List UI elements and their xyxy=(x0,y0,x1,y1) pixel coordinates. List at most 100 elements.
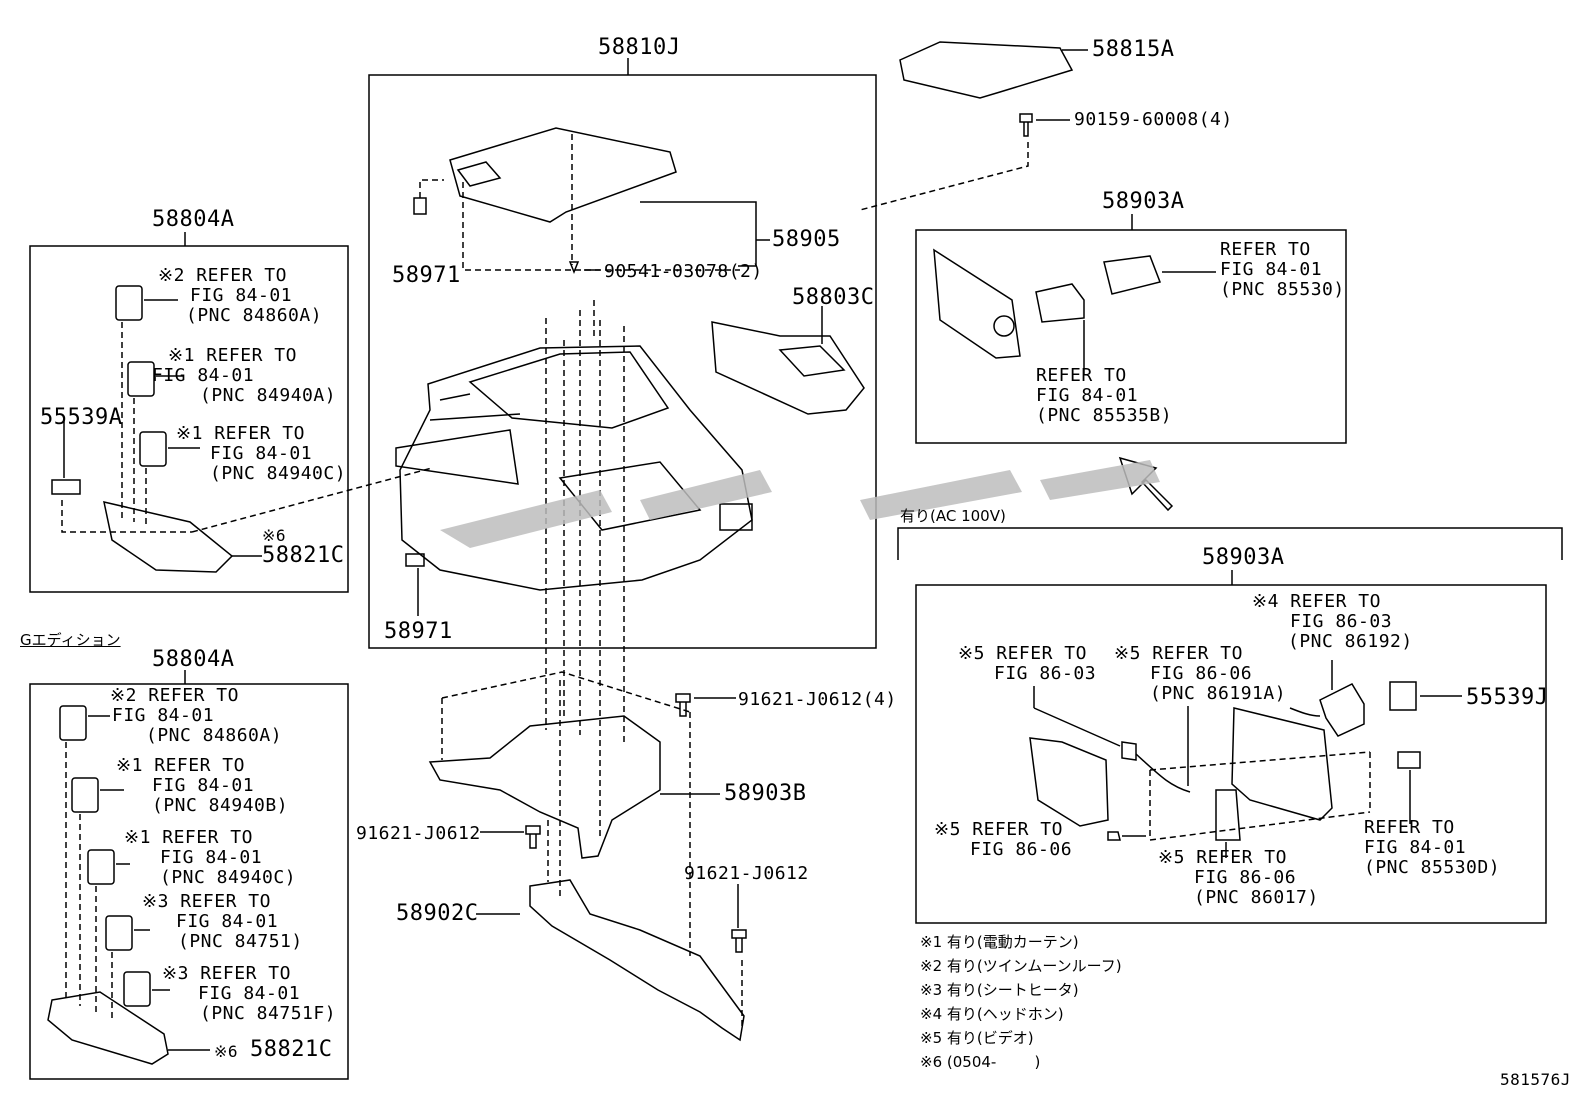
ref-line-3: (PNC 84940C) xyxy=(210,463,347,484)
label-90541: 90541-03078(2) xyxy=(604,261,763,282)
ref-line-3: (PNC 84940C) xyxy=(160,867,297,888)
ref-line-1: ※5 REFER TO xyxy=(1114,643,1243,664)
ref-line-1: REFER TO xyxy=(1364,817,1455,838)
ref-line-3: (PNC 85535B) xyxy=(1036,405,1173,426)
ac100v-bracket xyxy=(897,527,1563,560)
footnote: ※1 有り(電動カーテン) xyxy=(920,933,1079,951)
ref-line-3: (PNC 84860A) xyxy=(146,725,283,746)
ref-line-2: FIG 84-01 xyxy=(152,365,255,386)
ref-line-2: FIG 84-01 xyxy=(1036,385,1139,406)
ref-line-2: FIG 86-06 xyxy=(970,839,1073,860)
label-58804A-top: 58804A xyxy=(152,207,235,232)
label-91621-b: 91621-J0612 xyxy=(684,863,809,884)
ref-line-1: ※1 REFER TO xyxy=(168,345,297,366)
ref-84860A-top: ※2 REFER TO FIG 84-01 (PNC 84860A) xyxy=(158,266,322,326)
ref-86017: ※5 REFER TO FIG 86-06 (PNC 86017) xyxy=(1158,848,1319,908)
ref-line-3: (PNC 84751) xyxy=(178,931,303,952)
label-91621-4: 91621-J0612(4) xyxy=(738,689,897,710)
ref-line-2: FIG 84-01 xyxy=(176,911,279,932)
tray-58803C xyxy=(711,321,865,415)
ref-85530: REFER TO FIG 84-01 (PNC 85530) xyxy=(1220,240,1345,300)
ref-line-2: FIG 86-03 xyxy=(994,663,1097,684)
ref-84751F-bottom: ※3 REFER TO FIG 84-01 (PNC 84751F) xyxy=(162,964,336,1024)
ref-line-1: ※2 REFER TO xyxy=(110,685,239,706)
footnote: ※5 有り(ビデオ) xyxy=(920,1029,1034,1047)
label-58815A: 58815A xyxy=(1092,37,1175,62)
ref-line-1: REFER TO xyxy=(1036,365,1127,386)
ref-86-06: ※5 REFER TO FIG 86-06 xyxy=(934,820,1072,860)
ref-line-2: FIG 84-01 xyxy=(198,983,301,1004)
ref-84940A-top: ※1 REFER TO FIG 84-01 (PNC 84940A) xyxy=(152,345,337,406)
ref-line-2: FIG 84-01 xyxy=(190,285,293,306)
footnotes: ※1 有り(電動カーテン) ※2 有り(ツインムーンルーフ) ※3 有り(シート… xyxy=(920,930,1122,1074)
label-58903B: 58903B xyxy=(724,781,807,806)
label-58902C: 58902C xyxy=(396,901,479,926)
ref-86191A: ※5 REFER TO FIG 86-06 (PNC 86191A) xyxy=(1114,644,1286,704)
main-group-box xyxy=(368,74,877,649)
left-top-switches xyxy=(51,285,262,573)
label-90159: 90159-60008(4) xyxy=(1074,109,1233,130)
label-58971-bottom: 58971 xyxy=(384,619,453,644)
ref-84940C-top: ※1 REFER TO FIG 84-01 (PNC 84940C) xyxy=(176,424,346,484)
footnote: ※6 (0504- ) xyxy=(920,1053,1041,1071)
ref-84860A-bottom: ※2 REFER TO FIG 84-01 (PNC 84860A) xyxy=(110,686,282,746)
diagram-id: 581576J xyxy=(1500,1070,1571,1089)
label-ac100v: 有り(AC 100V) xyxy=(900,507,1006,525)
label-58971-top: 58971 xyxy=(392,263,461,288)
watermark-logo xyxy=(440,460,1160,548)
ref-line-3: (PNC 84940B) xyxy=(152,795,289,816)
console-body xyxy=(399,345,753,591)
ref-line-2: FIG 86-06 xyxy=(1150,663,1253,684)
label-58821C-bottom: 58821C xyxy=(250,1037,333,1062)
ref-line-3: (PNC 86017) xyxy=(1194,887,1319,908)
ref-line-2: FIG 86-06 xyxy=(1194,867,1297,888)
left-bottom-group-box xyxy=(29,683,349,1080)
ref-line-3: (PNC 86192) xyxy=(1288,631,1413,652)
ref-line-1: ※3 REFER TO xyxy=(142,891,271,912)
ref-line-1: ※5 REFER TO xyxy=(958,643,1087,664)
ref-line-2: FIG 86-03 xyxy=(1290,611,1393,632)
lid-58905 xyxy=(449,127,677,223)
label-58903A-bottom: 58903A xyxy=(1202,545,1285,570)
label-58821C-top: 58821C xyxy=(262,543,345,568)
ref-line-1: ※3 REFER TO xyxy=(162,963,291,984)
label-91621-a: 91621-J0612 xyxy=(356,823,481,844)
ref-line-3: (PNC 84751F) xyxy=(200,1003,337,1024)
mat-58815A xyxy=(899,41,1074,99)
ref-line-1: ※1 REFER TO xyxy=(116,755,245,776)
ref-line-1: ※2 REFER TO xyxy=(158,265,287,286)
ref-line-1: ※5 REFER TO xyxy=(1158,847,1287,868)
ref-line-3: (PNC 86191A) xyxy=(1150,683,1287,704)
footnote: ※3 有り(シートヒータ) xyxy=(920,981,1079,999)
label-58803C: 58803C xyxy=(792,285,875,310)
ref-84940C-bottom: ※1 REFER TO FIG 84-01 (PNC 84940C) xyxy=(124,828,296,888)
ref-84940B-bottom: ※1 REFER TO FIG 84-01 (PNC 84940B) xyxy=(116,756,288,816)
footnote: ※2 有り(ツインムーンルーフ) xyxy=(920,957,1122,975)
label-55539J: 55539J xyxy=(1466,685,1549,710)
right-top-group-box xyxy=(915,229,1347,444)
ref-line-3: (PNC 84860A) xyxy=(186,305,323,326)
ref-85530D: REFER TO FIG 84-01 (PNC 85530D) xyxy=(1364,818,1500,878)
ref-note-6-top: ※6 xyxy=(262,526,287,545)
label-58804A-bottom: 58804A xyxy=(152,647,235,672)
ref-line-2: FIG 84-01 xyxy=(1364,837,1467,858)
ref-86192: ※4 REFER TO FIG 86-03 (PNC 86192) xyxy=(1252,592,1413,652)
bracket-58903B xyxy=(428,715,661,859)
ref-line-2: FIG 84-01 xyxy=(112,705,215,726)
ref-86-03: ※5 REFER TO FIG 86-03 xyxy=(958,644,1096,684)
ref-line-2: FIG 84-01 xyxy=(1220,259,1323,280)
label-55539A: 55539A xyxy=(40,405,123,430)
ref-line-1: ※4 REFER TO xyxy=(1252,591,1381,612)
ref-84751-bottom: ※3 REFER TO FIG 84-01 (PNC 84751) xyxy=(142,892,303,952)
ref-line-3: (PNC 84940A) xyxy=(200,385,337,406)
ref-line-1: ※1 REFER TO xyxy=(176,423,305,444)
label-58810J: 58810J xyxy=(598,35,681,60)
label-58905: 58905 xyxy=(772,227,841,252)
label-58903A-top: 58903A xyxy=(1102,189,1185,214)
ref-line-1: ※5 REFER TO xyxy=(934,819,1063,840)
ref-note-6-bottom: ※6 xyxy=(214,1042,239,1061)
ref-line-1: ※1 REFER TO xyxy=(124,827,253,848)
ref-line-3: (PNC 85530) xyxy=(1220,279,1345,300)
left-top-group-box xyxy=(29,245,349,593)
